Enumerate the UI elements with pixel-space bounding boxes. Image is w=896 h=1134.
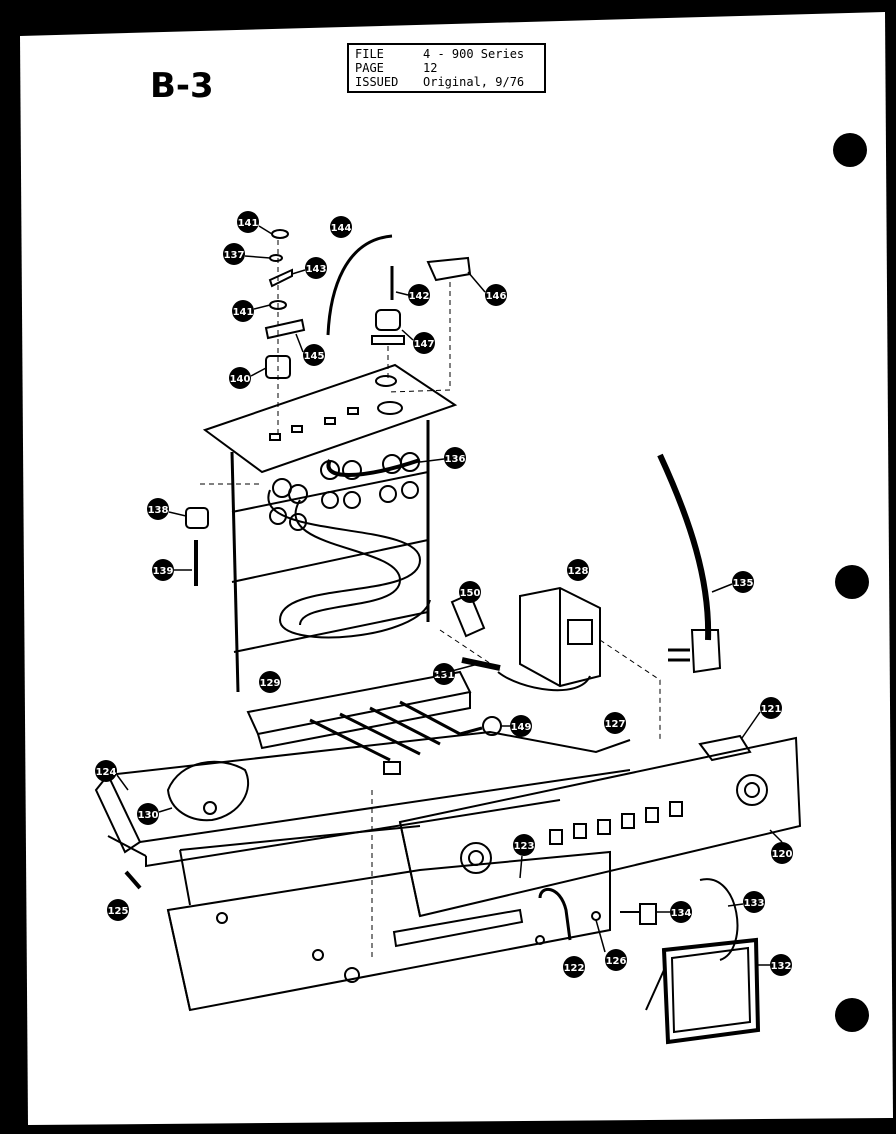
paper-sheet (20, 12, 893, 1125)
callout: 144 (331, 223, 352, 234)
callout: 147 (414, 339, 435, 350)
binder-hole (833, 133, 867, 167)
callout: 145 (304, 351, 325, 362)
callout: 140 (230, 374, 251, 385)
callout: 150 (460, 588, 481, 599)
callout: 134 (671, 908, 692, 919)
page-id: B-3 (150, 66, 214, 106)
info-row-issued: ISSUED Original, 9/76 (355, 75, 544, 89)
info-key: ISSUED (355, 75, 399, 89)
callout: 125 (108, 906, 129, 917)
callout: 146 (486, 291, 507, 302)
callout: 143 (306, 264, 327, 275)
callout: 128 (568, 566, 589, 577)
binder-hole (835, 565, 869, 599)
callout: 132 (771, 961, 792, 972)
callout: 129 (260, 678, 281, 689)
info-value: Original, 9/76 (423, 75, 525, 89)
parts-drawing (94, 229, 802, 1045)
callout: 139 (153, 566, 174, 577)
info-key: PAGE (355, 61, 384, 75)
callout: 136 (445, 454, 466, 465)
callout: 133 (744, 898, 765, 909)
callout: 141 (233, 307, 254, 318)
callout: 120 (772, 849, 793, 860)
info-value: 12 (423, 61, 438, 75)
callout: 124 (96, 767, 117, 778)
callout: 138 (148, 505, 169, 516)
callout: 123 (514, 841, 535, 852)
info-row-page: PAGE 12 (355, 61, 544, 75)
callout: 121 (761, 704, 782, 715)
info-key: FILE (355, 47, 384, 61)
callout: 135 (733, 578, 754, 589)
binder-hole (835, 998, 869, 1032)
callout: 130 (138, 810, 159, 821)
callout: 127 (605, 719, 626, 730)
info-row-file: FILE 4 - 900 Series (355, 47, 544, 61)
callout: 122 (564, 963, 585, 974)
callout: 149 (511, 722, 532, 733)
callout: 141 (238, 218, 259, 229)
info-value: 4 - 900 Series (423, 47, 525, 61)
callout: 137 (224, 250, 245, 261)
callout: 126 (606, 956, 627, 967)
callout: 142 (409, 291, 430, 302)
leader-lines (116, 225, 783, 966)
callout-labels: 141 137 143 141 145 140 144 142 147 146 … (95, 211, 793, 978)
document-info-box: FILE 4 - 900 Series PAGE 12 ISSUED Original… (347, 43, 546, 93)
callout: 131 (434, 670, 455, 681)
